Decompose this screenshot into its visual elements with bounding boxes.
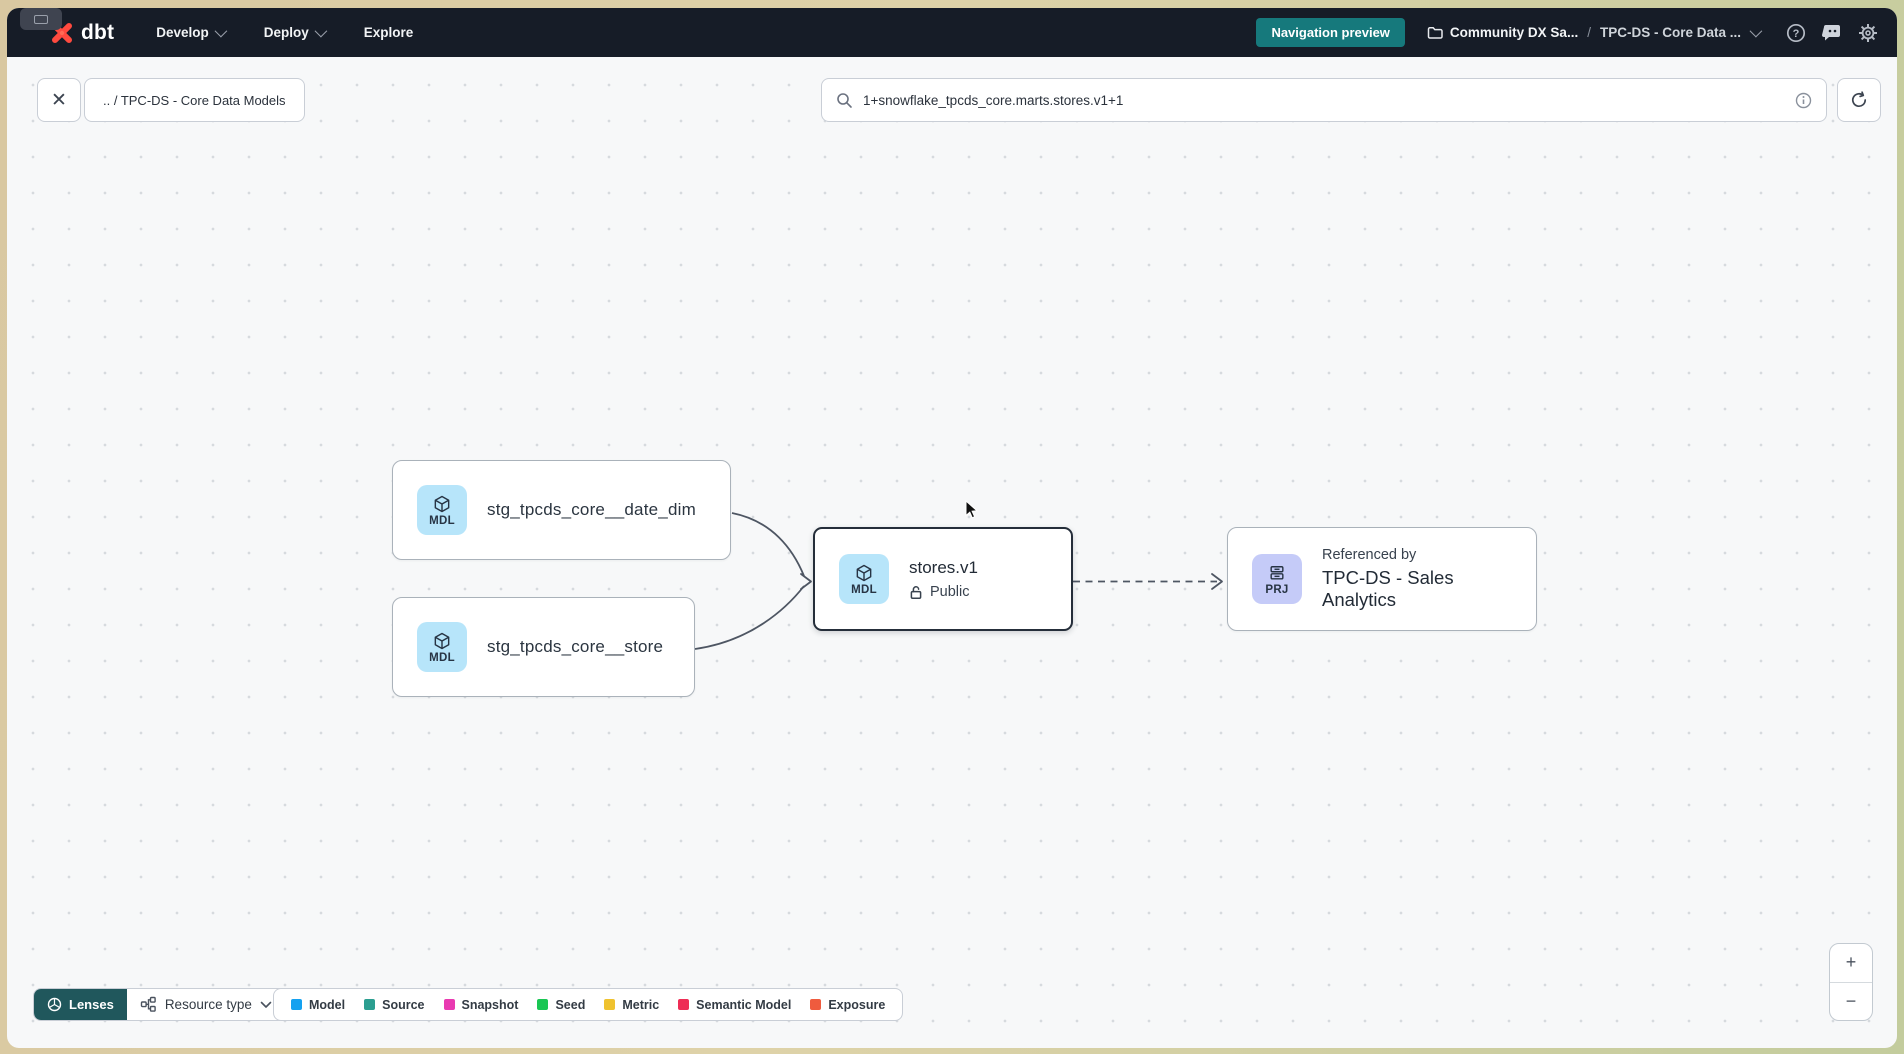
chevron-down-icon xyxy=(314,24,328,38)
navbar-icons: ? xyxy=(1785,22,1879,44)
legend-label: Exposure xyxy=(828,997,886,1012)
menu-develop-label: Develop xyxy=(156,25,209,40)
model-badge: MDL xyxy=(839,554,889,604)
node-text: stores.v1 Public xyxy=(909,558,978,600)
navbar-right: Navigation preview Community DX Sa... / … xyxy=(1256,18,1879,47)
node-visibility: Public xyxy=(909,584,978,600)
menu-develop[interactable]: Develop xyxy=(156,24,228,40)
legend-swatch xyxy=(291,999,302,1010)
model-badge: MDL xyxy=(417,485,467,535)
folder-icon xyxy=(1427,27,1443,39)
legend-label: Metric xyxy=(622,997,660,1012)
lenses-label: Lenses xyxy=(69,997,114,1012)
legend-swatch xyxy=(537,999,549,1010)
legend-label: Source xyxy=(382,997,425,1012)
zoom-controls: + − xyxy=(1829,943,1873,1021)
legend-swatch xyxy=(678,999,690,1010)
chevron-down-icon xyxy=(260,1001,272,1008)
badge-label: MDL xyxy=(851,583,877,596)
unlock-icon xyxy=(910,585,922,599)
legend-item-semantic-model: Semantic Model xyxy=(678,998,791,1012)
node-label: stg_tpcds_core__date_dim xyxy=(487,500,696,519)
node-label: stores.v1 xyxy=(909,558,978,577)
lenses-icon xyxy=(47,997,62,1012)
visibility-label: Public xyxy=(930,584,970,600)
node-text: Referenced by TPC-DS - Sales Analytics xyxy=(1322,547,1512,611)
navigation-preview-badge[interactable]: Navigation preview xyxy=(1256,18,1405,47)
legend-swatch xyxy=(443,999,455,1010)
legend-item-exposure: Exposure xyxy=(810,998,885,1012)
page-breadcrumb[interactable]: TPC-DS - Core Data ... xyxy=(1599,25,1741,40)
legend-label: Model xyxy=(309,997,346,1012)
legend-item-source: Source xyxy=(364,997,425,1012)
lenses-button[interactable]: Lenses xyxy=(34,989,127,1020)
menu-explore-label: Explore xyxy=(363,25,414,40)
legend-label: Seed xyxy=(555,997,586,1012)
cube-icon xyxy=(856,564,872,581)
menu-deploy[interactable]: Deploy xyxy=(263,24,328,40)
svg-text:?: ? xyxy=(1793,28,1800,40)
badge-label: MDL xyxy=(429,514,455,527)
zoom-out-button[interactable]: − xyxy=(1845,990,1857,1011)
project-breadcrumb-label: Community DX Sa... xyxy=(1449,25,1579,40)
lens-controls: Lenses Resource type xyxy=(33,988,286,1021)
cube-icon xyxy=(434,632,450,649)
legend-swatch xyxy=(810,999,822,1010)
project-stack-icon xyxy=(1270,565,1284,580)
screen-overlay-indicator xyxy=(20,8,62,30)
feedback-icon[interactable] xyxy=(1821,22,1843,44)
project-breadcrumb[interactable]: Community DX Sa... xyxy=(1427,25,1578,40)
search-icon xyxy=(837,92,852,108)
breadcrumb: Community DX Sa... / TPC-DS - Core Data … xyxy=(1427,24,1763,40)
legend-item-seed: Seed xyxy=(537,998,585,1012)
lineage-search-bar xyxy=(821,78,1827,122)
legend-label: Snapshot xyxy=(461,997,519,1012)
model-badge: MDL xyxy=(417,622,467,672)
resource-type-icon xyxy=(140,996,156,1012)
zoom-in-button[interactable]: + xyxy=(1830,944,1872,983)
node-label: TPC-DS - Sales Analytics xyxy=(1322,567,1454,610)
refresh-icon xyxy=(1851,91,1867,108)
node-stg-tpcds-core-store[interactable]: MDL stg_tpcds_core__store xyxy=(392,597,695,697)
legend-item-snapshot: Snapshot xyxy=(443,997,519,1012)
badge-label: PRJ xyxy=(1265,583,1289,596)
node-stores-v1-selected[interactable]: MDL stores.v1 Public xyxy=(813,527,1073,631)
resource-type-dropdown[interactable]: Resource type xyxy=(127,989,285,1020)
cube-icon xyxy=(434,495,450,512)
resource-type-label: Resource type xyxy=(164,997,252,1012)
settings-gear-icon[interactable] xyxy=(1857,22,1879,44)
node-kicker: Referenced by xyxy=(1322,547,1417,563)
legend-swatch xyxy=(364,999,376,1010)
resource-type-legend: Model Source Snapshot Seed Metric Semant… xyxy=(273,988,904,1021)
refresh-button[interactable] xyxy=(1837,78,1881,122)
legend-item-metric: Metric xyxy=(604,998,659,1012)
logo-text: dbt xyxy=(81,20,115,44)
info-icon[interactable] xyxy=(1795,92,1812,109)
chevron-down-icon[interactable] xyxy=(1749,24,1763,38)
help-icon[interactable]: ? xyxy=(1785,22,1807,44)
dbt-logo[interactable]: dbt xyxy=(49,20,114,46)
legend-swatch xyxy=(604,999,616,1010)
breadcrumb-separator: / xyxy=(1587,25,1591,40)
menu-deploy-label: Deploy xyxy=(263,25,309,40)
project-badge: PRJ xyxy=(1252,554,1302,604)
legend-label: Semantic Model xyxy=(696,997,792,1012)
search-input[interactable] xyxy=(863,92,1785,108)
legend-item-model: Model xyxy=(291,998,345,1012)
badge-label: MDL xyxy=(429,651,455,664)
nav-menus: Develop Deploy Explore xyxy=(156,24,414,40)
top-navbar: dbt Develop Deploy Explore Navigation pr… xyxy=(7,8,1897,57)
graph-breadcrumb-label: .. / TPC-DS - Core Data Models xyxy=(103,92,286,108)
chevron-down-icon xyxy=(214,24,228,38)
close-button[interactable]: ✕ xyxy=(37,78,81,122)
node-stg-tpcds-core-date-dim[interactable]: MDL stg_tpcds_core__date_dim xyxy=(392,460,731,560)
menu-explore[interactable]: Explore xyxy=(364,25,414,40)
close-icon: ✕ xyxy=(51,89,67,111)
node-referenced-by-project[interactable]: PRJ Referenced by TPC-DS - Sales Analyti… xyxy=(1227,527,1537,631)
app-window: dbt Develop Deploy Explore Navigation pr… xyxy=(7,8,1897,1048)
graph-breadcrumb-chip[interactable]: .. / TPC-DS - Core Data Models xyxy=(84,78,305,122)
node-label: stg_tpcds_core__store xyxy=(487,637,664,656)
